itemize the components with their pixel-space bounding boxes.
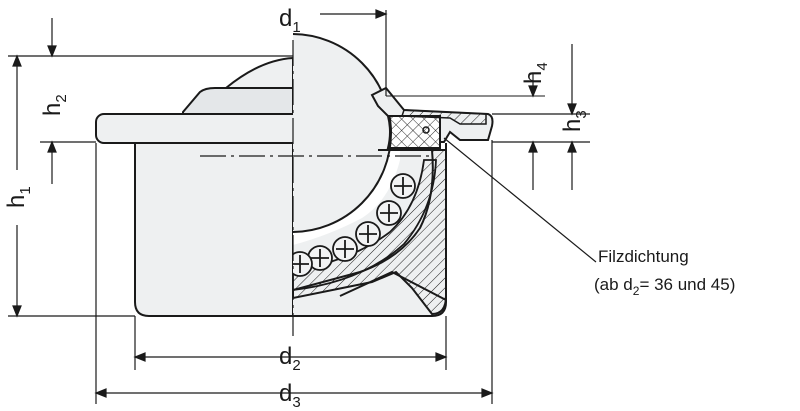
support-ball	[390, 173, 416, 199]
label-h3: h3	[559, 110, 590, 132]
svg-text:h1: h1	[3, 186, 34, 208]
dimension-labels: d1 d2 d3 h1 h2 h3 h4	[3, 5, 590, 411]
callout-line-2: (ab d2= 36 und 45)	[594, 275, 735, 298]
support-ball	[293, 251, 313, 277]
label-d1: d1	[279, 5, 301, 36]
cover-hatch-strip	[400, 109, 487, 125]
callout-text: Filzdichtung (ab d2= 36 und 45)	[594, 247, 735, 298]
exterior-view	[95, 56, 293, 317]
callout-leader	[443, 137, 597, 263]
dimension-lines	[8, 9, 597, 404]
support-ball	[355, 221, 381, 247]
label-h2: h2	[39, 94, 70, 116]
svg-text:h2: h2	[39, 94, 70, 116]
flange	[95, 113, 293, 144]
collar-hump	[182, 87, 293, 121]
callout-line-1: Filzdichtung	[598, 247, 689, 266]
centerlines	[200, 40, 430, 336]
section-view	[293, 33, 494, 317]
housing-body	[134, 141, 293, 317]
label-d3: d3	[279, 380, 301, 411]
support-balls	[293, 173, 416, 277]
support-ball	[376, 200, 402, 226]
bearing-cup-section	[293, 159, 437, 291]
svg-text:h3: h3	[559, 110, 590, 132]
label-h1: h1	[3, 186, 34, 208]
label-h4: h4	[520, 62, 551, 84]
felt-seal	[386, 115, 441, 149]
bottom-notch	[339, 270, 447, 301]
flange-section	[293, 114, 372, 143]
support-ball	[332, 236, 358, 262]
svg-text:h4: h4	[520, 62, 551, 84]
label-d2: d2	[279, 343, 301, 374]
